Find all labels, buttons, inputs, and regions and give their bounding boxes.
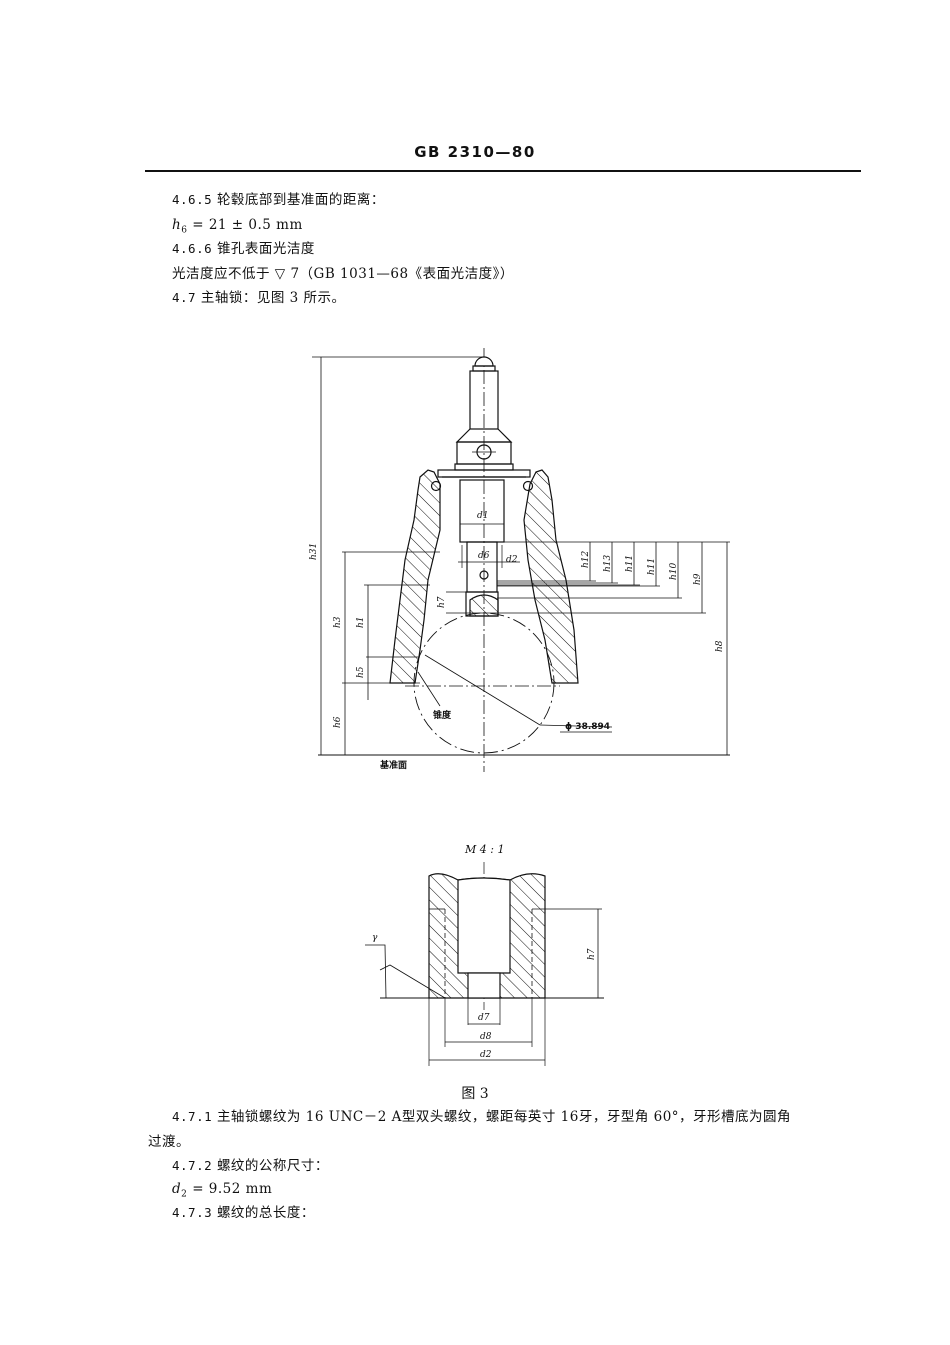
label-h6: h6: [333, 716, 343, 728]
formula-d2: d2 = 9.52 mm: [172, 1180, 272, 1204]
label-h7: h7: [437, 596, 447, 608]
section-text: 螺纹的总长度：: [216, 1205, 315, 1221]
label-taper: 锥度: [433, 709, 452, 721]
label-h5: h5: [356, 666, 366, 678]
figure-3-detail-drawing: [365, 862, 604, 1066]
section-number: 4.7: [172, 290, 197, 305]
section-text: 螺纹的公称尺寸：: [216, 1158, 329, 1174]
label-datum: 基准面: [379, 759, 407, 771]
header-rule: [145, 170, 861, 172]
section-text: 轮毂底部到基准面的距离：: [216, 192, 385, 208]
finish-requirement: 光洁度应不低于 ▽ 7（GB 1031—68《表面光洁度》）: [172, 266, 514, 282]
section-4-7-1-continued: 过渡。: [148, 1134, 190, 1150]
label-h31: h31: [309, 543, 319, 560]
section-4-6-6: 4.6.6 锥孔表面光洁度: [172, 240, 315, 258]
formula-variable: d: [172, 1181, 182, 1197]
detail-scale: M 4 : 1: [465, 843, 505, 856]
formula-subscript: 6: [181, 225, 188, 236]
label-diameter: ϕ 38.894: [565, 722, 610, 732]
label-h8: h8: [715, 640, 725, 652]
section-4-7-1: 4.7.1 主轴锁螺纹为 16 UNC－2 A型双头螺纹，螺距每英寸 16牙，牙…: [172, 1108, 791, 1126]
section-number: 4.7.1: [172, 1109, 213, 1124]
label-d8: d8: [480, 1032, 492, 1042]
label-gamma: γ: [372, 933, 378, 943]
label-h10: h10: [669, 562, 679, 580]
label-detail-d2: d2: [480, 1050, 492, 1060]
label-h11b: h11: [647, 558, 657, 575]
document-code: GB 2310—80: [414, 143, 536, 161]
figure-caption: 图 3: [461, 1086, 489, 1102]
section-number: 4.7.2: [172, 1158, 213, 1173]
section-text: 主轴锁：见图 3 所示。: [200, 290, 346, 306]
formula-subscript: 2: [181, 1189, 188, 1200]
section-number: 4.7.3: [172, 1205, 213, 1220]
formula-value: = 9.52 mm: [192, 1181, 273, 1197]
label-h12: h12: [581, 550, 591, 568]
section-4-7-3: 4.7.3 螺纹的总长度：: [172, 1204, 315, 1222]
label-detail-h7: h7: [587, 948, 597, 960]
formula-h6: h6 = 21 ± 0.5 mm: [172, 216, 303, 240]
label-h1: h1: [356, 616, 366, 628]
section-number: 4.6.5: [172, 192, 213, 207]
formula-value: = 21 ± 0.5 mm: [192, 217, 303, 233]
label-h11: h11: [625, 555, 635, 572]
label-d6: d6: [478, 551, 490, 561]
section-text: 锥孔表面光洁度: [216, 241, 315, 257]
label-d2: d2: [506, 555, 518, 565]
label-d7: d7: [478, 1013, 490, 1023]
section-4-6-5: 4.6.5 轮毂底部到基准面的距离：: [172, 191, 385, 209]
label-d1: d1: [477, 511, 489, 521]
label-h9: h9: [693, 573, 703, 585]
label-h13: h13: [603, 554, 613, 572]
section-4-7: 4.7 主轴锁：见图 3 所示。: [172, 289, 346, 307]
section-number: 4.6.6: [172, 241, 213, 256]
label-h3: h3: [333, 616, 343, 628]
section-4-7-2: 4.7.2 螺纹的公称尺寸：: [172, 1157, 329, 1175]
formula-variable: h: [172, 217, 182, 233]
section-text: 主轴锁螺纹为 16 UNC－2 A型双头螺纹，螺距每英寸 16牙，牙型角 60°…: [216, 1109, 792, 1125]
